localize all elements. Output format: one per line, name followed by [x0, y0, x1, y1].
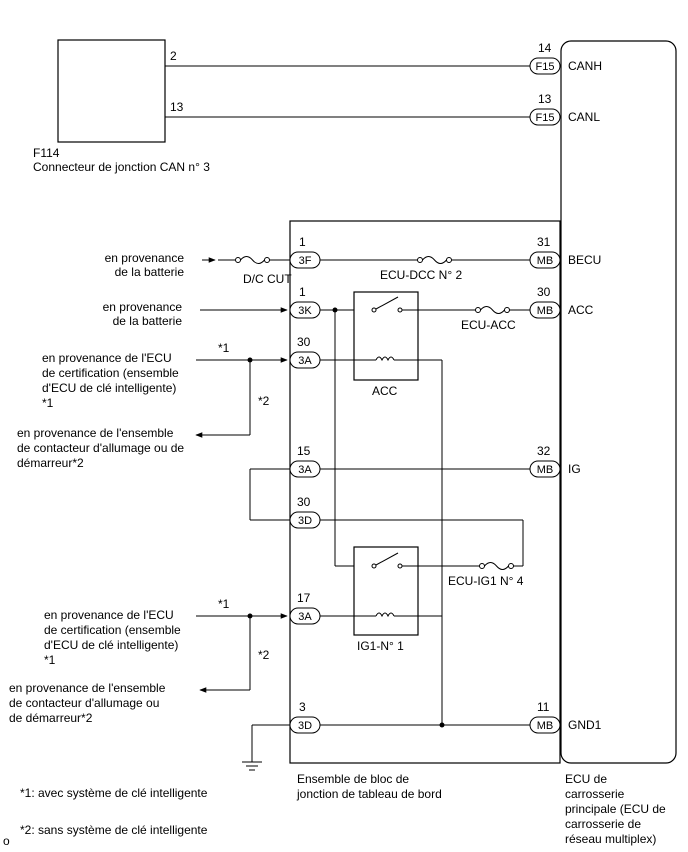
ecu-cert-source-2-line1: en provenance de l'ECU — [44, 608, 174, 622]
ecu-cert-source-1-line3: d'ECU de clé intelligente) — [42, 381, 176, 395]
ecu-cert-source-1-line2: de certification (ensemble — [42, 366, 179, 380]
signal-becu: BECU — [568, 253, 601, 267]
note-2: *2: sans système de clé intelligente — [20, 823, 208, 837]
fuse-ecu-acc-symbol — [475, 306, 510, 314]
pin-3d-30-code: 3D — [298, 515, 312, 527]
note-1: *1: avec système de clé intelligente — [20, 786, 208, 800]
junction-block-name-line2: jonction de tableau de bord — [296, 787, 442, 801]
can-connector-name: Connecteur de jonction CAN n° 3 — [33, 160, 210, 174]
pin-3d-3-number: 3 — [299, 700, 306, 714]
canh-wire-number: 2 — [170, 49, 177, 63]
pin-30-acc-number: 30 — [537, 285, 551, 299]
pin-3f-number: 1 — [299, 235, 306, 249]
relay-acc-label: ACC — [372, 384, 398, 398]
can-junction-connector-box — [57, 39, 166, 143]
battery-source-1-line2: de la batterie — [115, 265, 185, 279]
fuse-ecu-dcc-symbol — [417, 256, 452, 264]
signal-ig: IG — [568, 462, 581, 476]
battery-source-2-line1: en provenance — [103, 300, 183, 314]
ign-source-2-line1: en provenance de l'ensemble — [9, 681, 166, 695]
ign-source-1-line2: de contacteur d'allumage ou de — [17, 441, 184, 455]
battery-source-1-line1: en provenance — [105, 251, 185, 265]
can-connector-id: F114 — [33, 146, 60, 160]
canh-label: CANH — [568, 59, 602, 73]
canl-wire-number: 13 — [170, 100, 184, 114]
pin-3d-30-number: 30 — [297, 495, 311, 509]
pin-mb-acc-code: MB — [537, 305, 554, 317]
ign-source-2-line3: de démarreur*2 — [9, 711, 93, 725]
pin-3a-17-code: 3A — [298, 611, 312, 623]
ecu-name-line4: carrosserie de — [565, 817, 641, 831]
canh-pin: 14 — [538, 41, 552, 55]
ign-source-2-line2: de contacteur d'allumage ou — [9, 696, 159, 710]
fuse-dc-cut-label: D/C CUT — [243, 272, 292, 286]
pin-mb-ig-pill — [529, 460, 561, 478]
fuse-ecu-dcc-label: ECU-DCC N° 2 — [380, 268, 462, 282]
signal-gnd1: GND1 — [568, 718, 602, 732]
corner-mark: o — [3, 834, 10, 848]
fuse-ecu-ig1-label: ECU-IG1 N° 4 — [448, 574, 524, 588]
canl-connector-pill — [529, 108, 561, 126]
pin-3d-3-code: 3D — [298, 720, 312, 732]
pin-3a-15-number: 15 — [297, 444, 311, 458]
relay-acc-coil — [375, 356, 395, 362]
ecu-name-line3: principale (ECU de — [565, 802, 666, 816]
ecu-cert-source-2-line3: d'ECU de clé intelligente) — [44, 638, 178, 652]
pin-32-number: 32 — [537, 444, 551, 458]
relay-ig1-label: IG1-N° 1 — [357, 639, 404, 653]
pin-31-number: 31 — [537, 235, 551, 249]
ecu-cert-source-1-line1: en provenance de l'ECU — [42, 351, 172, 365]
signal-acc: ACC — [568, 303, 594, 317]
relay-acc-box — [353, 291, 419, 381]
mark2-a: *2 — [258, 394, 270, 408]
ecu-name-line2: carrosserie — [565, 787, 625, 801]
junction-block-name-line1: Ensemble de bloc de — [297, 772, 409, 786]
canl-pin: 13 — [538, 92, 552, 106]
pin-mb-ig-code: MB — [537, 464, 554, 476]
pin-3k-number: 1 — [299, 285, 306, 299]
canh-connector-pill — [529, 57, 561, 75]
fuse-ecu-ig1-symbol — [479, 562, 514, 570]
pin-mb-acc-pill — [529, 301, 561, 319]
ecu-cert-source-2-line2: de certification (ensemble — [44, 623, 181, 637]
pin-11-number: 11 — [537, 700, 550, 714]
pin-3f-code: 3F — [299, 255, 312, 267]
junction-dot-gnd — [439, 722, 445, 728]
pin-mb-becu-code: MB — [537, 255, 554, 267]
mark1-b: *1 — [218, 597, 230, 611]
instrument-panel-junction-block-box — [289, 220, 561, 764]
pin-3a-15-code: 3A — [298, 464, 312, 476]
canl-connector-code: F15 — [536, 112, 555, 124]
canl-label: CANL — [568, 110, 600, 124]
relay-ig1-coil — [375, 612, 395, 618]
relay-ig1-box — [353, 546, 419, 636]
battery-source-2-line2: de la batterie — [113, 314, 183, 328]
canh-connector-code: F15 — [536, 61, 555, 73]
fuse-dc-cut-symbol — [235, 256, 270, 264]
pin-mb-gnd-code: MB — [537, 720, 554, 732]
pin-mb-becu-pill — [529, 251, 561, 269]
pin-mb-gnd-pill — [529, 716, 561, 734]
ecu-name-line5: réseau multiplex) — [565, 832, 656, 846]
ign-source-1-line1: en provenance de l'ensemble — [17, 426, 174, 440]
ecu-name-line1: ECU de — [565, 772, 607, 786]
pin-3a-17-number: 17 — [297, 591, 311, 605]
main-body-ecu-box — [560, 40, 677, 764]
mark1-a: *1 — [218, 341, 230, 355]
fuse-ecu-acc-label: ECU-ACC — [461, 318, 516, 332]
ecu-cert-source-2-line4: *1 — [44, 653, 56, 667]
ground-icon — [242, 761, 262, 771]
ign-source-1-line3: démarreur*2 — [17, 456, 84, 470]
pin-3a-30-number: 30 — [297, 335, 311, 349]
mark2-b: *2 — [258, 648, 270, 662]
ecu-cert-source-1-line4: *1 — [42, 396, 54, 410]
pin-3a-30-code: 3A — [298, 355, 312, 367]
pin-3k-code: 3K — [298, 305, 312, 317]
